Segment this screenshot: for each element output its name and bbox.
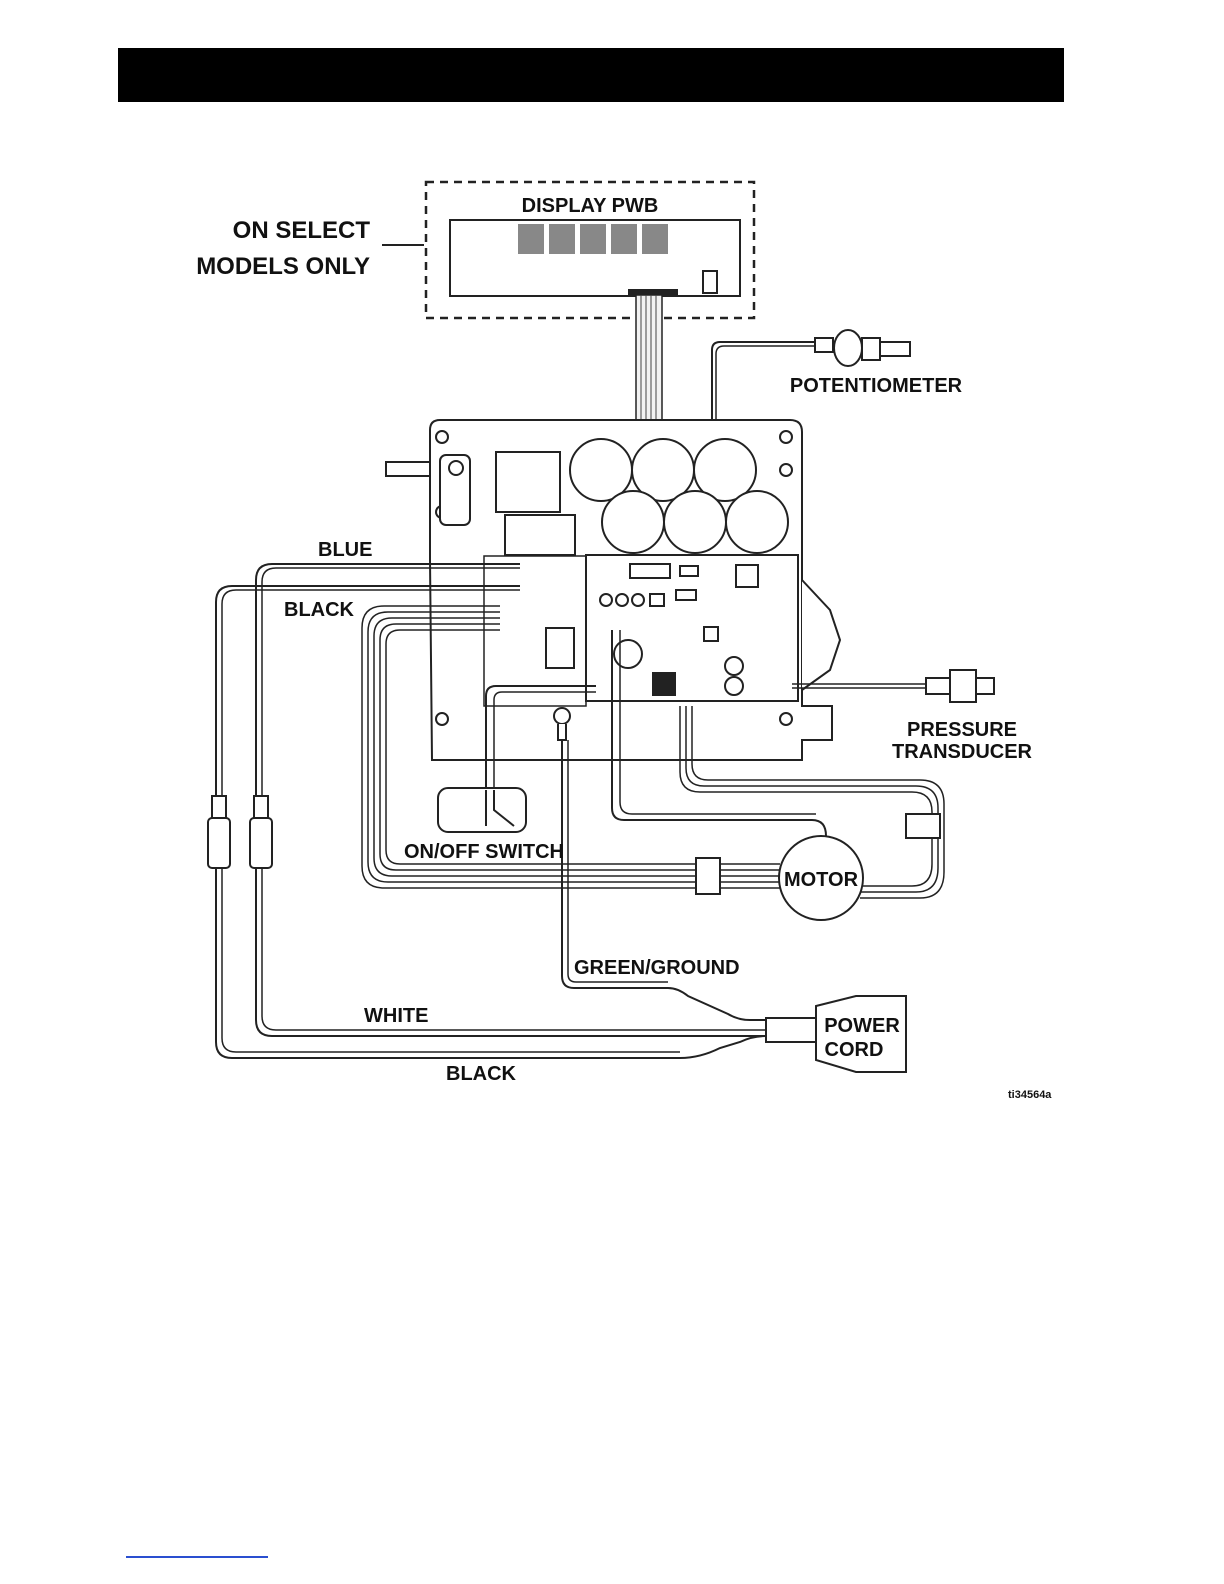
on-off-switch-label: ON/OFF SWITCH [404, 841, 564, 863]
potentiometer-label: POTENTIOMETER [790, 375, 963, 397]
pressure-label: PRESSURE [907, 719, 1017, 741]
ribbon-connector [628, 289, 678, 295]
blue-wire-label: BLUE [318, 539, 372, 561]
display-pwb-label: DISPLAY PWB [522, 195, 659, 217]
harness-clip [696, 858, 720, 894]
on-select-label: ON SELECT [233, 217, 371, 244]
housing-heatsink [802, 580, 840, 690]
motor-label: MOTOR [784, 869, 859, 891]
display-connector [703, 271, 717, 293]
power-label: POWER [824, 1015, 900, 1037]
power-cord-plug [766, 1018, 816, 1042]
models-only-label: MODELS ONLY [196, 253, 370, 280]
potentiometer [815, 330, 910, 366]
cord-label: CORD [825, 1039, 884, 1061]
footer-link-underline[interactable] [126, 1556, 268, 1558]
figure-id: ti34564a [1008, 1089, 1052, 1101]
splice-connector-left [208, 818, 230, 868]
green-ground-label: GREEN/GROUND [574, 957, 740, 979]
harness-clip-right [906, 814, 940, 838]
transducer-wire [792, 684, 926, 688]
black-wire-label-top: BLACK [284, 599, 355, 621]
display-digits [518, 224, 668, 254]
transducer-label: TRANSDUCER [892, 741, 1033, 763]
white-wire-label: WHITE [364, 1005, 428, 1027]
black-wire-label-bottom: BLACK [446, 1063, 517, 1085]
pressure-transducer [926, 670, 994, 702]
splice-connector-right [250, 818, 272, 868]
